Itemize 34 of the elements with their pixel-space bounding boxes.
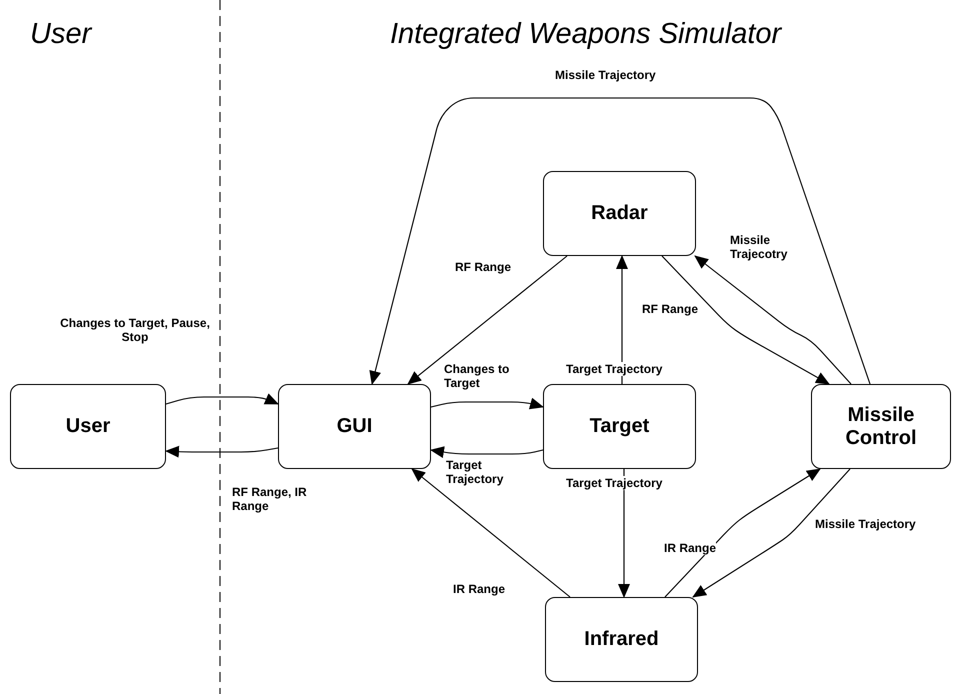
arrow	[411, 468, 570, 598]
arrow	[694, 255, 852, 384]
edge-label: IR Range	[453, 582, 506, 596]
process-box: Radar	[543, 171, 696, 256]
edge-label: IR Range	[664, 541, 716, 555]
edge-label: RF Range	[642, 302, 698, 316]
edge-label: Changes to Target	[444, 362, 510, 390]
arrow	[618, 469, 630, 598]
arrow	[430, 398, 544, 410]
process-box: GUI	[278, 384, 431, 469]
arrow	[616, 255, 628, 384]
edge-label: Target Trajectory	[446, 458, 504, 486]
arrow	[369, 97, 871, 385]
edge-label: Missile Trajectory	[815, 517, 916, 531]
arrow	[407, 256, 568, 385]
arrow	[430, 446, 544, 458]
edge-label: RF Range	[455, 260, 512, 274]
column-heading: User	[30, 18, 92, 51]
edge-label: RF Range, IR Range	[232, 485, 308, 513]
actor-box: User	[10, 384, 166, 469]
edge-label: Missile Trajectory	[555, 68, 656, 82]
edge-label: Target Trajectory	[566, 362, 662, 376]
arrow	[664, 468, 821, 598]
process-box: Target	[543, 384, 696, 469]
arrow	[662, 256, 830, 384]
process-box: Infrared	[545, 597, 698, 682]
edge-label: Target Trajectory	[566, 476, 662, 490]
edge-label: Changes to Target, Pause, Stop	[60, 316, 210, 344]
column-heading: Integrated Weapons Simulator	[390, 18, 782, 51]
edge-label: Missile Trajecotry	[730, 233, 788, 261]
arrow	[692, 468, 850, 598]
arrow	[166, 393, 279, 405]
process-box: Missile Control	[811, 384, 951, 469]
arrow	[165, 446, 278, 458]
